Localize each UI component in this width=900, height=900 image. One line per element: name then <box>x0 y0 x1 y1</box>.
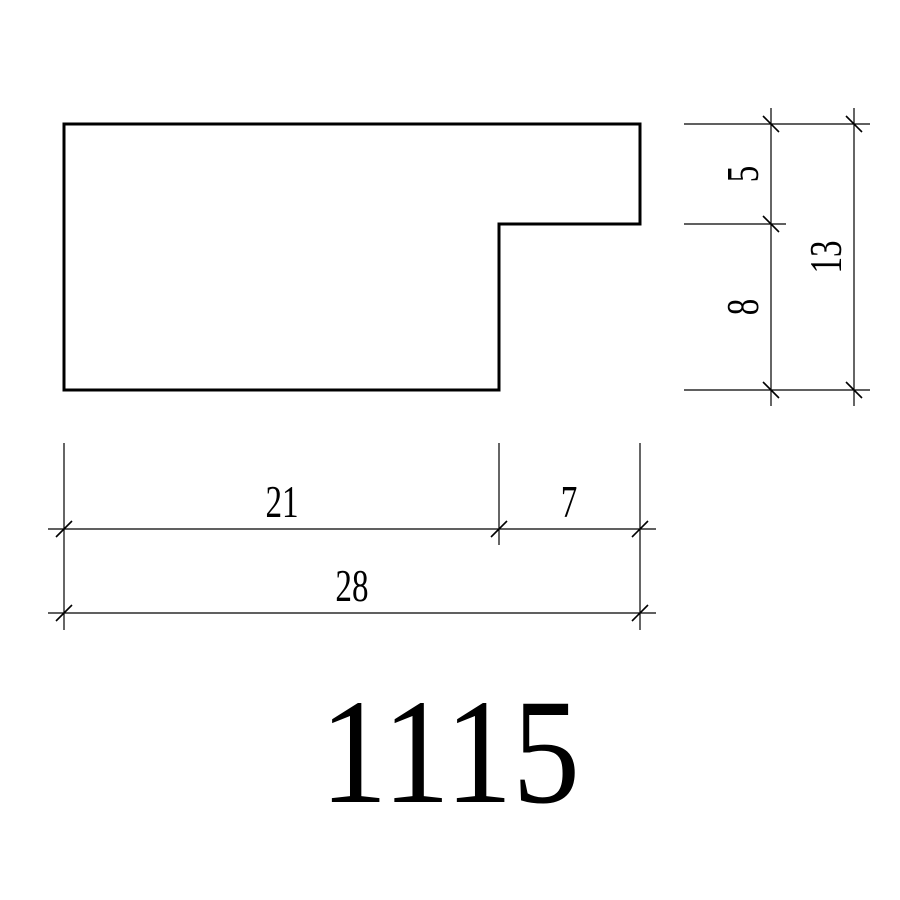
vertical-extension-lines <box>684 123 870 391</box>
dim-label-width-right: 7 <box>561 476 578 528</box>
dim-label-width-total: 28 <box>335 560 368 612</box>
dim-label-width-left: 21 <box>265 476 298 528</box>
dim-label-height-bottom: 8 <box>717 299 769 316</box>
horizontal-ticks <box>55 520 649 622</box>
profile-outline <box>62 122 642 392</box>
profile-code: 1115 <box>320 669 580 835</box>
dim-label-height-top: 5 <box>717 166 769 183</box>
vertical-ticks <box>762 115 863 399</box>
dim-label-height-total: 13 <box>800 240 852 273</box>
